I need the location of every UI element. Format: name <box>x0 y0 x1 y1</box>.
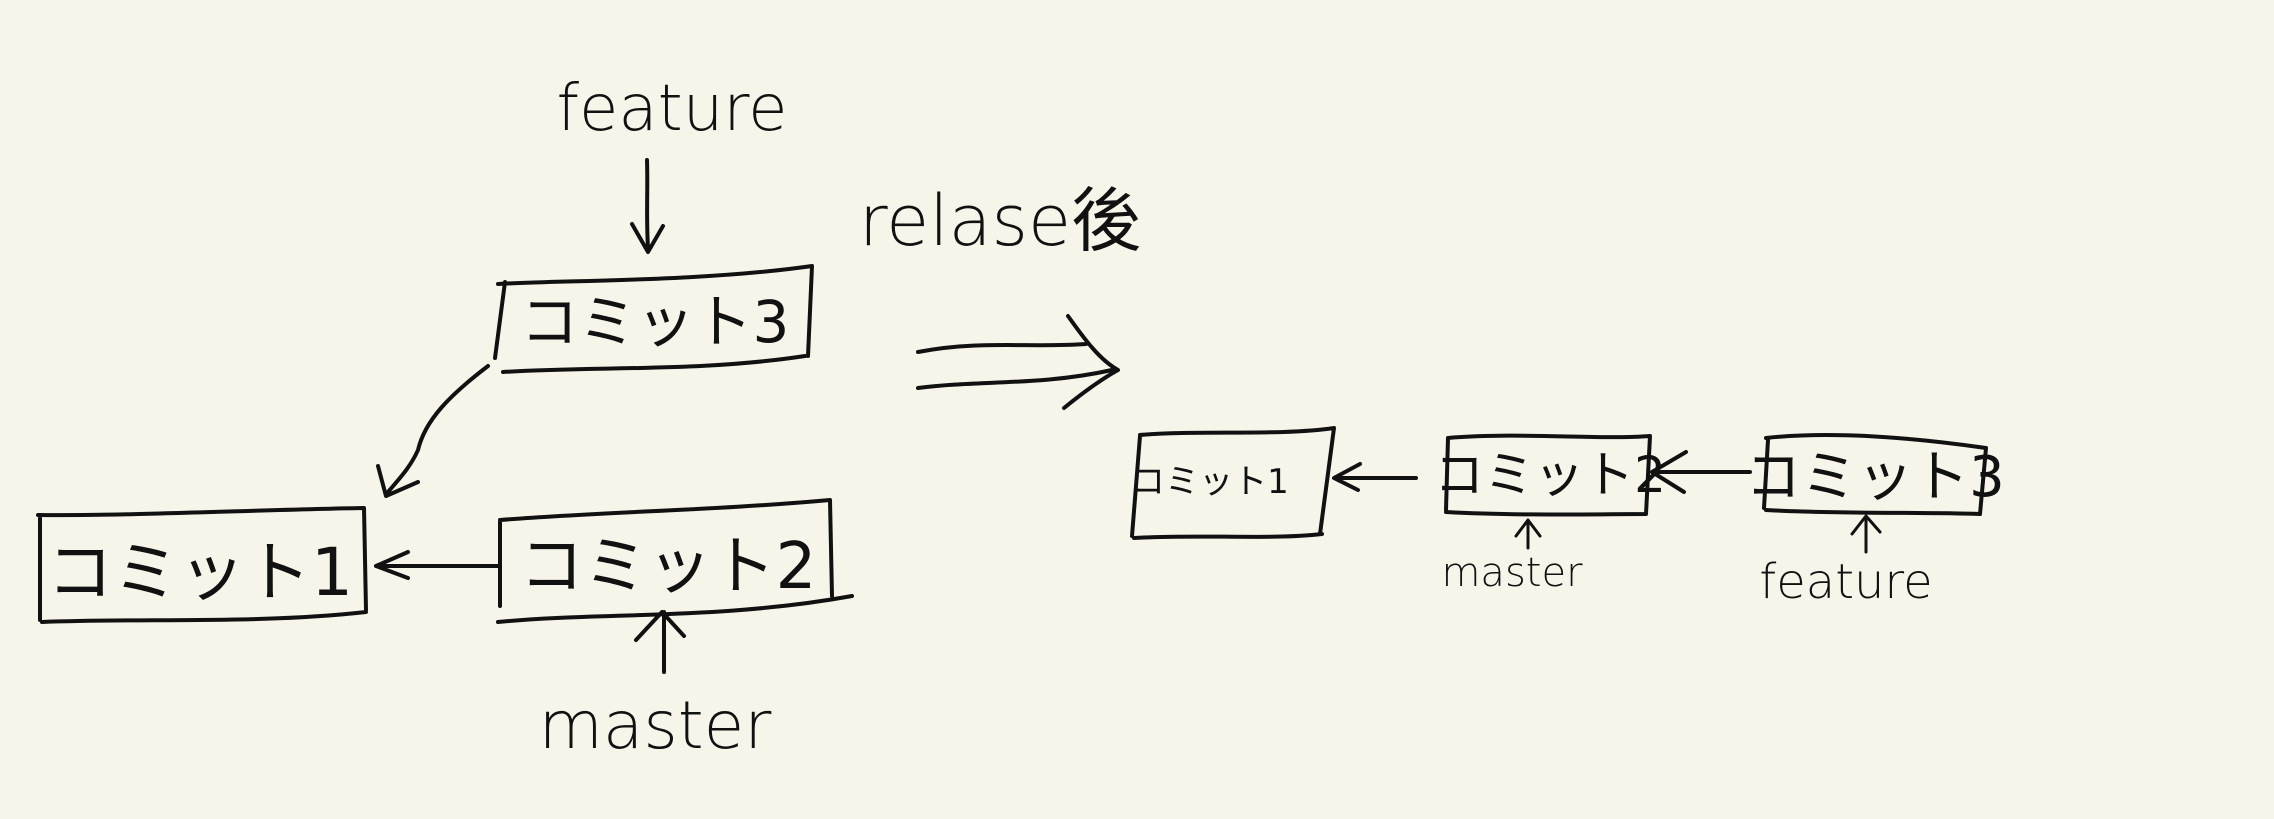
transition-arrow <box>916 314 1120 410</box>
after-commit1-box: コミット1 <box>1130 426 1336 540</box>
before-master-label: master <box>539 687 773 764</box>
before-commit3-box: コミット3 <box>493 264 814 374</box>
before-commit2-label: コミット2 <box>520 530 817 604</box>
before-commit2-to-commit1-arrow <box>374 550 500 580</box>
before-commit3-label: コミット3 <box>521 288 790 356</box>
after-commit2-to-commit1-arrow <box>1332 462 1418 492</box>
before-feature-arrow <box>630 158 665 254</box>
before-commit3-to-commit1-arrow <box>376 364 490 498</box>
transition-label: relase後 <box>859 180 1141 262</box>
before-commit2-box: コミット2 <box>496 498 854 624</box>
after-commit3-label: コミット3 <box>1745 445 2005 510</box>
before-commit1-label: コミット1 <box>47 534 353 611</box>
before-feature-label: feature <box>556 72 787 146</box>
after-feature-arrow <box>1850 514 1882 554</box>
after-commit1-label: コミット1 <box>1131 462 1289 502</box>
after-commit2-box: コミット2 <box>1434 433 1666 517</box>
after-commit3-to-commit2-arrow <box>1650 450 1752 494</box>
after-master-label: master <box>1441 550 1583 596</box>
after-commit3-box: コミット3 <box>1745 433 2005 516</box>
after-commit2-label: コミット2 <box>1434 446 1666 504</box>
before-master-arrow <box>634 610 686 674</box>
after-feature-label: feature <box>1759 554 1932 610</box>
after-master-arrow <box>1514 518 1542 550</box>
before-commit1-box: コミット1 <box>36 506 368 624</box>
